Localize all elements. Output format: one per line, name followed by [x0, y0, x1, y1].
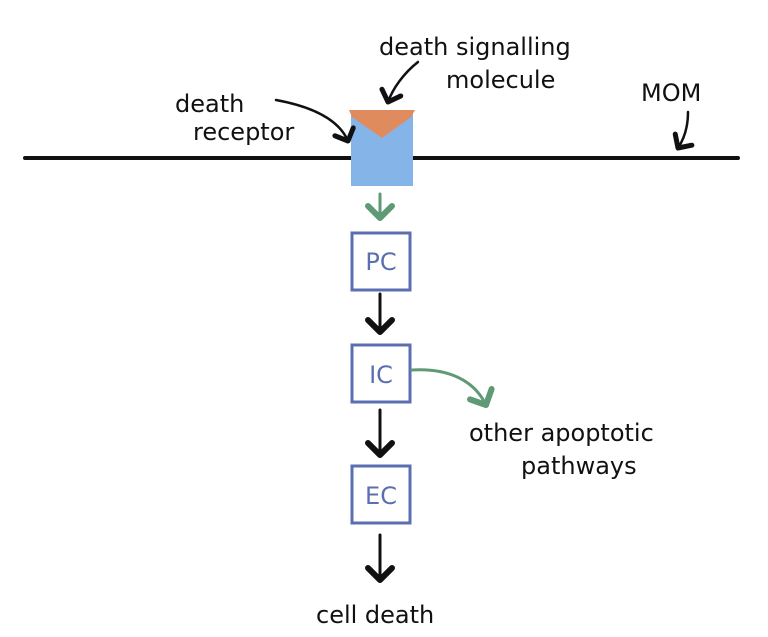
ec-box: [350, 464, 412, 525]
mom-label: MOM: [641, 79, 701, 107]
death-label: death: [175, 90, 244, 118]
death-receptor-pointer-arrow: [274, 98, 356, 144]
pathways-label: pathways: [521, 452, 637, 480]
receptor-label: receptor: [193, 118, 294, 146]
death-signalling-label: death signalling: [379, 33, 571, 61]
mom-pointer-arrow: [672, 110, 695, 151]
death-signalling-molecule-shape: [349, 110, 415, 138]
death-signalling-pointer-arrow: [379, 60, 420, 105]
ic-to-other-pathways-arrow: [410, 368, 495, 408]
pc-label: PC: [365, 248, 396, 276]
ec-label: EC: [365, 482, 397, 510]
ic-box: [350, 343, 412, 404]
ic-label: IC: [369, 361, 393, 389]
cell-death-label: cell death: [316, 601, 434, 629]
pc-box: [350, 231, 412, 292]
other-apoptotic-label: other apoptotic: [469, 419, 654, 447]
molecule-label: molecule: [446, 66, 555, 94]
